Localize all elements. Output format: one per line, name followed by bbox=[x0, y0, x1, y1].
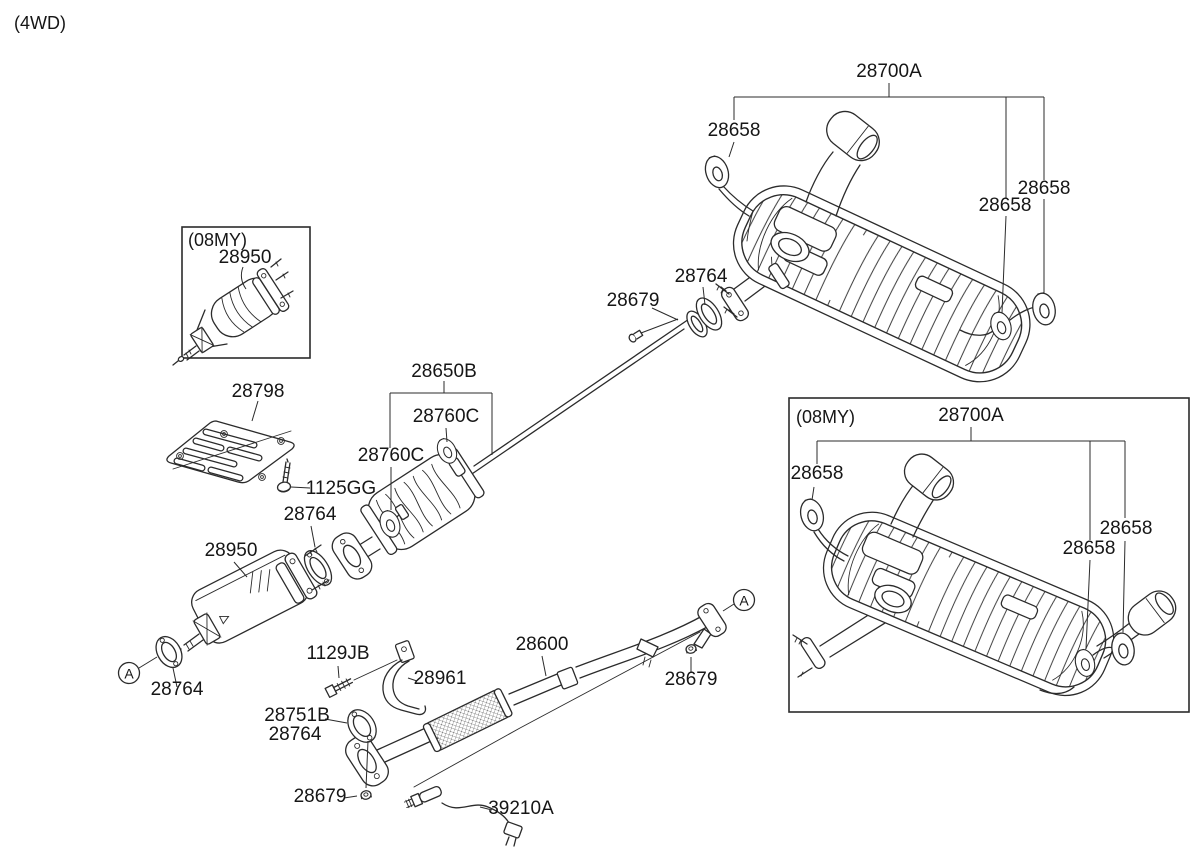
bolt-1129jb bbox=[324, 659, 398, 699]
label-28764-bottom: 28764 bbox=[269, 724, 322, 745]
intermediate-pipe bbox=[465, 252, 798, 479]
svg-text:A: A bbox=[739, 593, 749, 609]
label-28950-main: 28950 bbox=[205, 540, 258, 561]
inset1-part-28950: 28950 bbox=[219, 247, 272, 268]
label-28679-bottom: 28679 bbox=[294, 786, 347, 807]
bolt-28679-top bbox=[628, 318, 679, 343]
center-inlet-flange bbox=[331, 532, 373, 580]
label-28600: 28600 bbox=[516, 634, 569, 655]
label-28760c-upper: 28760C bbox=[413, 406, 480, 427]
bracket-28961 bbox=[382, 640, 427, 716]
gasket-28751b bbox=[347, 709, 377, 789]
svg-text:A: A bbox=[124, 666, 134, 682]
front-pipe-drawing bbox=[345, 602, 727, 787]
section-ref-a-right: A bbox=[722, 588, 756, 612]
cat-inlet-flange bbox=[175, 612, 222, 654]
nut-28679-stud bbox=[359, 789, 373, 801]
label-28658-mid: 28658 bbox=[979, 195, 1032, 216]
hanger-28760c-upper bbox=[433, 435, 466, 477]
heat-shield-holes bbox=[176, 430, 285, 481]
label-28798: 28798 bbox=[232, 381, 285, 402]
label-28764-cat: 28764 bbox=[151, 679, 204, 700]
hanger-isolator-left bbox=[700, 152, 754, 242]
tail-pipe-tip bbox=[805, 110, 880, 217]
inset-top-left: (08MY) 28950 bbox=[172, 226, 311, 366]
center-muffler-drawing bbox=[331, 435, 485, 580]
inset2-label-28658-mid: 28658 bbox=[1063, 538, 1116, 559]
pipe-clamp bbox=[768, 256, 790, 290]
label-28764-top: 28764 bbox=[675, 266, 728, 287]
inset2-label-28658-right: 28658 bbox=[1100, 518, 1153, 539]
label-1125gg: 1125GG bbox=[306, 478, 376, 499]
label-28961: 28961 bbox=[414, 668, 467, 689]
label-28658-right: 28658 bbox=[1018, 178, 1071, 199]
oxygen-sensor-drawing bbox=[403, 631, 701, 847]
gasket-28764-mid bbox=[303, 550, 333, 586]
heat-shield-drawing bbox=[166, 420, 295, 484]
label-28700a-main: 28700A bbox=[856, 61, 922, 82]
rear-muffler-drawing bbox=[700, 110, 1094, 656]
label-28751b: 28751B bbox=[264, 705, 330, 726]
hanger-28760c-lower bbox=[376, 504, 410, 541]
label-28679-right: 28679 bbox=[665, 669, 718, 690]
label-39210a: 39210A bbox=[488, 798, 554, 819]
label-28764-mid: 28764 bbox=[284, 504, 337, 525]
gasket-28764-top bbox=[695, 297, 723, 331]
part-labels: 28700A 28658 28658 28658 28764 28679 286… bbox=[151, 61, 1071, 819]
inset1-caption: (08MY) bbox=[188, 230, 247, 250]
bolt-1125gg bbox=[276, 458, 292, 493]
inset-muffler-drawing bbox=[792, 453, 1177, 710]
inset2-label-28700a: 28700A bbox=[938, 405, 1004, 426]
drive-type-label: (4WD) bbox=[14, 13, 66, 33]
inset2-label-28658-left: 28658 bbox=[791, 463, 844, 484]
label-1129jb: 1129JB bbox=[306, 643, 369, 664]
cat-outlet-flange bbox=[275, 544, 330, 604]
label-28658-left: 28658 bbox=[708, 120, 761, 141]
inset2-caption: (08MY) bbox=[796, 407, 855, 427]
inset-bottom-right: (08MY) 28700A 28658 28658 28658 bbox=[788, 397, 1190, 713]
intermediate-gasket-cluster bbox=[686, 283, 750, 338]
inset2-callouts bbox=[811, 427, 1126, 650]
label-28760c-lower: 28760C bbox=[358, 445, 425, 466]
main-callouts bbox=[172, 83, 1045, 811]
inset-cat-drawing bbox=[172, 258, 294, 366]
gasket-28764-cat-inlet bbox=[155, 635, 183, 669]
catalytic-converter-drawing bbox=[175, 544, 330, 654]
flex-coupling bbox=[422, 688, 513, 753]
label-28650b: 28650B bbox=[411, 361, 477, 382]
flange-plate-studs bbox=[715, 283, 750, 322]
section-ref-a-left: A bbox=[117, 656, 158, 685]
label-28679-top: 28679 bbox=[607, 290, 660, 311]
